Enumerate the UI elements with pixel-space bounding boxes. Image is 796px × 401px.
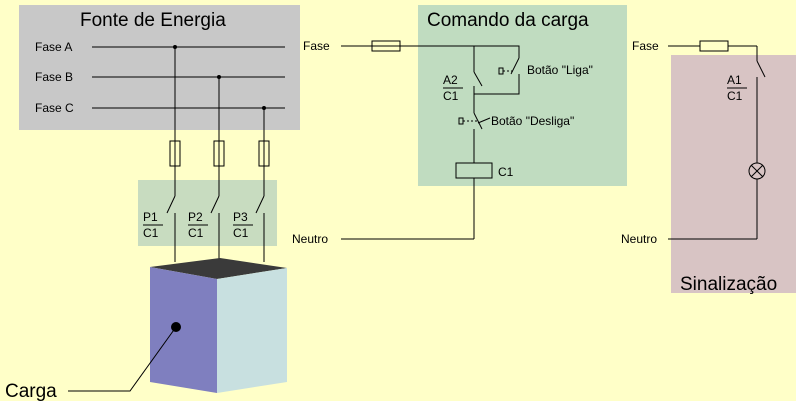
load-front [150, 267, 217, 393]
signal-phase-label: Fase [632, 39, 659, 53]
phase-c-label: Fase C [35, 101, 74, 115]
signal-fuse [699, 40, 729, 52]
signal-neutral-label: Neutro [621, 232, 657, 246]
contact-p1 [166, 195, 176, 214]
command-circuit: Fase Botão "Liga" A2 C1 Botão "Desliga" … [292, 39, 593, 246]
source-panel [19, 5, 300, 130]
command-title: Comando da carga [427, 10, 589, 31]
phase-b-label: Fase B [35, 70, 73, 84]
signal-circuit: Fase A1 C1 Neutro [621, 39, 766, 246]
load-label: Carga [5, 381, 57, 401]
contact-p2-top: P2 [188, 210, 203, 224]
contact-p1-top: P1 [143, 210, 158, 224]
signal-panel [671, 55, 796, 293]
power-circuit: P1 C1 P2 C1 P3 C1 [143, 47, 270, 262]
load-side [217, 268, 287, 393]
source-title: Fonte de Energia [80, 10, 226, 31]
contact-p2 [210, 195, 220, 214]
contactor-panel [138, 180, 277, 246]
contact-p3-top: P3 [233, 210, 248, 224]
seal-contact [473, 71, 483, 87]
load-top [150, 258, 287, 279]
phase-buses: Fase A Fase B Fase C [35, 40, 285, 115]
seal-contact-bottom: C1 [443, 89, 459, 103]
coil-label: C1 [498, 165, 514, 179]
signal-contact [756, 60, 766, 78]
load-box: Carga [5, 258, 287, 401]
on-button-label: Botão "Liga" [527, 63, 593, 77]
seal-contact-top: A2 [443, 73, 458, 87]
signal-title: Sinalização [680, 274, 777, 295]
contact-p2-bottom: C1 [188, 226, 204, 240]
contact-p1-bottom: C1 [143, 226, 159, 240]
command-panel [418, 5, 627, 186]
contact-p3 [255, 195, 265, 214]
phase-a-label: Fase A [35, 40, 72, 54]
off-button-contact [473, 112, 483, 130]
load-pointer [68, 326, 177, 392]
contact-p3-bottom: C1 [233, 226, 249, 240]
off-button-label: Botão "Desliga" [491, 114, 574, 128]
command-neutral-label: Neutro [292, 232, 328, 246]
signal-contact-top: A1 [727, 73, 742, 87]
signal-contact-bottom: C1 [727, 89, 743, 103]
command-phase-label: Fase [303, 39, 330, 53]
